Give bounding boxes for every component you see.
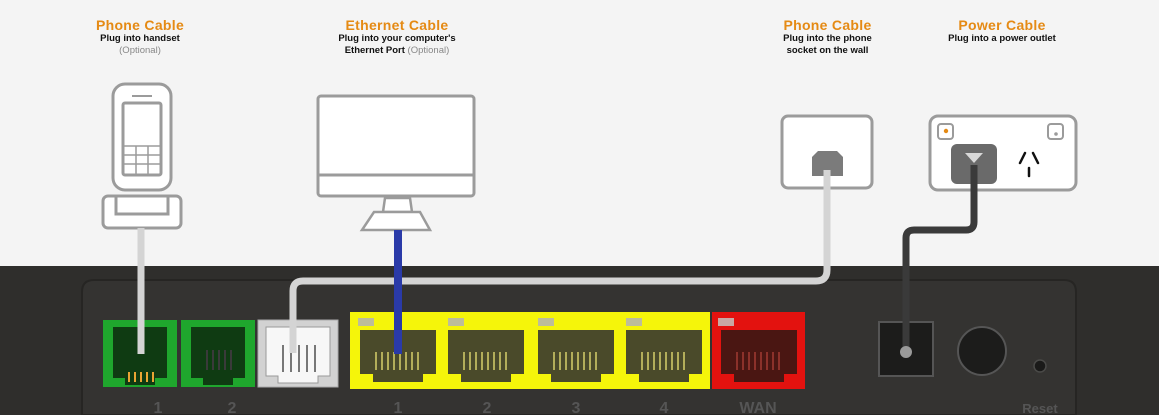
label-line2: socket on the wall	[786, 45, 869, 56]
label-phone-wall: Phone Cable Plug into the phone socket o…	[745, 17, 910, 57]
wan-port[interactable]	[712, 312, 805, 389]
label-phone-handset: Phone Cable Plug into handset (Optional)	[60, 17, 220, 57]
lan-port-1[interactable]	[358, 318, 436, 382]
power-outlet-icon	[928, 114, 1078, 192]
computer-monitor-icon	[316, 94, 476, 232]
label-line1: Plug into your computer's	[338, 33, 456, 44]
label-title: Ethernet Cable	[345, 17, 449, 33]
port-label-lan4: 4	[660, 400, 669, 415]
label-ethernet: Ethernet Cable Plug into your computer's…	[297, 17, 497, 57]
phone-cable-wall	[289, 170, 831, 353]
label-line1: Plug into a power outlet	[948, 33, 1056, 44]
power-cable	[902, 165, 978, 352]
aux-port[interactable]	[257, 319, 339, 388]
port-label-reset: Reset	[1022, 401, 1058, 415]
power-button-icon[interactable]	[957, 326, 1007, 376]
handset-icon	[101, 82, 183, 230]
power-plug	[900, 346, 912, 358]
label-title: Power Cable	[958, 17, 1046, 33]
lan-port-2[interactable]	[448, 318, 524, 382]
port-label-lan3: 3	[572, 400, 581, 415]
label-line2: Ethernet Port	[344, 45, 405, 56]
lan-port-3[interactable]	[538, 318, 614, 382]
reset-button[interactable]	[1033, 359, 1047, 373]
lan-port-4[interactable]	[626, 318, 702, 382]
label-optional: (Optional)	[407, 45, 450, 56]
port-label-lan2: 2	[483, 400, 492, 415]
port-label-phone1: 1	[154, 400, 163, 415]
phone-port-2[interactable]	[181, 320, 255, 387]
label-line1: Plug into handset	[100, 33, 180, 44]
label-title: Phone Cable	[95, 17, 185, 33]
label-line1: Plug into the phone	[783, 33, 872, 44]
port-label-phone2: 2	[228, 400, 237, 415]
label-title: Phone Cable	[783, 17, 872, 33]
label-optional: (Optional)	[119, 45, 161, 56]
label-power: Power Cable Plug into a power outlet	[912, 17, 1092, 45]
port-label-lan1: 1	[394, 400, 403, 415]
port-label-wan: WAN	[739, 400, 776, 415]
